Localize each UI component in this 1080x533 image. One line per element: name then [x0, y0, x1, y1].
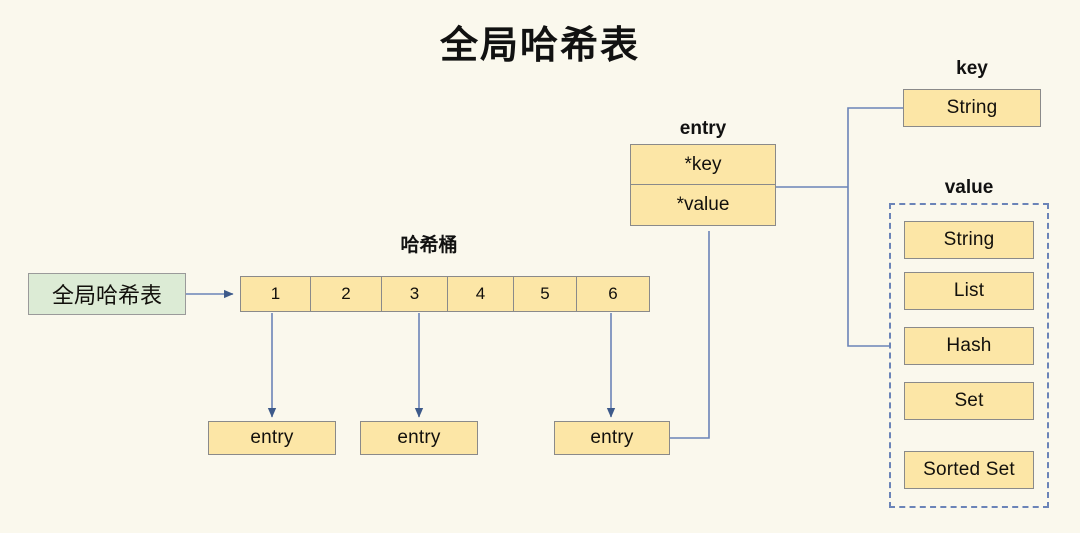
bucket-caption: 哈希桶 — [400, 235, 458, 256]
bucket-cell-3[interactable]: 3 — [382, 277, 448, 311]
wire-entry3-to-entry-struct — [669, 231, 710, 439]
entry-box-3-label: entry — [590, 427, 634, 448]
key-type-string[interactable]: String — [903, 89, 1041, 127]
bucket-cell-1[interactable]: 1 — [241, 277, 311, 311]
wire-trunk-to-value — [847, 187, 890, 347]
entry-struct: *key *value — [630, 144, 776, 226]
entry-field-value[interactable]: *value — [676, 194, 730, 215]
value-type-string-label: String — [943, 229, 995, 250]
key-type-string-label: String — [946, 97, 998, 118]
value-type-sorted-set-label: Sorted Set — [923, 459, 1015, 480]
value-type-hash[interactable]: Hash — [904, 327, 1034, 365]
value-types-container — [889, 203, 1049, 508]
value-type-hash-label: Hash — [946, 335, 992, 356]
hash-bucket-array: 1 2 3 4 5 6 — [240, 276, 650, 312]
wire-trunk-to-key — [847, 107, 903, 187]
entry-box-1-label: entry — [250, 427, 294, 448]
value-type-set[interactable]: Set — [904, 382, 1034, 420]
value-type-list[interactable]: List — [904, 272, 1034, 310]
entry-box-3[interactable]: entry — [554, 421, 670, 455]
value-type-set-label: Set — [954, 390, 984, 411]
entry-box-2-label: entry — [397, 427, 441, 448]
value-type-list-label: List — [953, 280, 985, 301]
page-title: 全局哈希表 — [439, 25, 640, 67]
global-hash-table-label: 全局哈希表 — [51, 283, 162, 308]
value-type-string[interactable]: String — [904, 221, 1034, 259]
value-section-caption: value — [944, 177, 994, 198]
bucket-cell-2[interactable]: 2 — [311, 277, 382, 311]
entry-box-2[interactable]: entry — [360, 421, 478, 455]
key-section-caption: key — [956, 58, 988, 79]
entry-field-key[interactable]: *key — [631, 145, 775, 185]
bucket-cell-6[interactable]: 6 — [608, 284, 618, 303]
entry-struct-caption: entry — [679, 118, 727, 139]
value-type-sorted-set[interactable]: Sorted Set — [904, 451, 1034, 489]
entry-box-1[interactable]: entry — [208, 421, 336, 455]
bucket-cell-4[interactable]: 4 — [448, 277, 514, 311]
global-hash-table-node: 全局哈希表 — [28, 273, 186, 315]
bucket-cell-5[interactable]: 5 — [514, 277, 577, 311]
